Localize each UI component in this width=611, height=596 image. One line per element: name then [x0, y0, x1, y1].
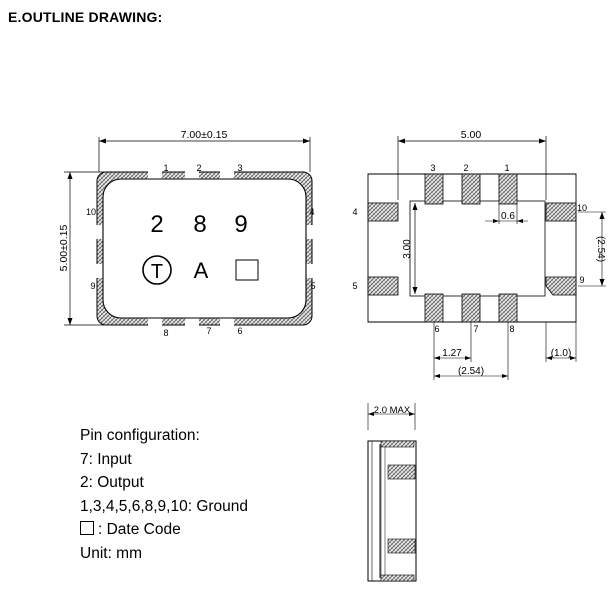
notes-output: 2: Output	[80, 474, 144, 492]
span-label: (2.54)	[458, 366, 484, 377]
pitch-label: 1.27	[442, 348, 462, 359]
right-height-label: (2.54)	[595, 236, 606, 262]
top-pin-7: 7	[206, 326, 211, 336]
top-pin-9: 9	[90, 281, 95, 291]
bottom-pad-10	[545, 202, 577, 222]
top-pin-2: 2	[196, 163, 201, 173]
bottom-pin-9: 9	[579, 275, 584, 285]
date-code-symbol	[80, 521, 94, 536]
bottom-pad-4	[367, 202, 399, 222]
bottom-pin-8: 8	[509, 324, 514, 334]
bottom-pin-10: 10	[577, 203, 587, 213]
side-view: 2.0 MAX	[367, 403, 417, 582]
top-pin-10: 10	[86, 207, 96, 217]
bottom-width-label: 5.00	[461, 129, 482, 141]
edge-label: (1.0)	[551, 348, 572, 359]
pad-width-label: 0.6	[501, 211, 515, 222]
top-width-dimension: 7.00±0.15	[98, 129, 311, 172]
top-height-label: 5.00±0.15	[58, 225, 70, 272]
notes-input: 7: Input	[80, 450, 132, 468]
manufacturer-logo: T	[142, 255, 172, 285]
section-heading: E.OUTLINE DRAWING:	[8, 9, 163, 25]
bottom-pin-3: 3	[430, 163, 435, 173]
svg-text:T: T	[151, 261, 163, 283]
bottom-pin-5: 5	[352, 281, 357, 291]
side-pad-upper	[387, 464, 416, 480]
top-lid	[102, 178, 307, 319]
inner-height-label: 3.00	[402, 239, 413, 259]
edge-dimension: (1.0)	[545, 322, 577, 362]
notes-unit: Unit: mm	[80, 544, 142, 562]
pad-width-dimension: 0.6	[485, 204, 528, 224]
bottom-pad-3	[424, 173, 444, 205]
span-dimension: (2.54)	[434, 366, 508, 378]
bottom-pad-1	[498, 173, 518, 205]
bottom-inner-area	[409, 200, 546, 297]
bottom-pad-2	[461, 173, 481, 205]
bottom-view: 5.00 3 2 1 6 7 8 4 5 10 9 3.00	[352, 129, 606, 380]
marking-digit-2: 8	[193, 211, 206, 238]
side-package-outline	[367, 440, 417, 582]
bottom-pin-4: 4	[352, 207, 357, 217]
notes-date-code-text: : Date Code	[98, 521, 181, 539]
bottom-pin-7: 7	[473, 324, 478, 334]
bottom-pin-1: 1	[504, 163, 509, 173]
marking-digit-3: 9	[234, 211, 247, 238]
inner-height-dimension: 3.00	[402, 203, 418, 294]
bottom-pad-5	[367, 276, 399, 296]
marking-digit-1: 2	[150, 211, 163, 238]
side-height-label: 2.0 MAX	[374, 405, 411, 416]
top-pin-8: 8	[163, 328, 168, 338]
bottom-pad-7	[461, 293, 481, 323]
pin-configuration-notes: Pin configuration: 7: Input 2: Output 1,…	[80, 424, 248, 566]
bottom-pin-6: 6	[434, 324, 439, 334]
top-view: 7.00±0.15 5.00±0.15 1 2 3	[58, 129, 316, 338]
notes-ground: 1,3,4,5,6,8,9,10: Ground	[80, 497, 249, 515]
top-width-label: 7.00±0.15	[181, 129, 228, 141]
date-code-box	[235, 259, 259, 281]
top-pin-3: 3	[237, 163, 242, 173]
side-pad-lower	[387, 538, 416, 554]
marking-letter: A	[194, 258, 209, 283]
top-pin-5: 5	[310, 281, 315, 291]
notes-title: Pin configuration:	[80, 427, 200, 444]
pitch-dimension: 1.27	[433, 322, 509, 380]
right-height-dimension: (2.54)	[578, 211, 606, 287]
notes-date-code: : Date Code	[80, 518, 248, 542]
bottom-pad-6	[424, 293, 444, 323]
bottom-pad-9	[545, 276, 577, 296]
top-height-dimension: 5.00±0.15	[58, 171, 104, 326]
bottom-pad-8	[498, 293, 518, 323]
bottom-pin-2: 2	[463, 163, 468, 173]
top-pin-6: 6	[237, 326, 242, 336]
top-pin-4: 4	[309, 207, 314, 217]
bottom-width-dimension: 5.00	[397, 129, 547, 200]
top-pin-1: 1	[163, 163, 168, 173]
